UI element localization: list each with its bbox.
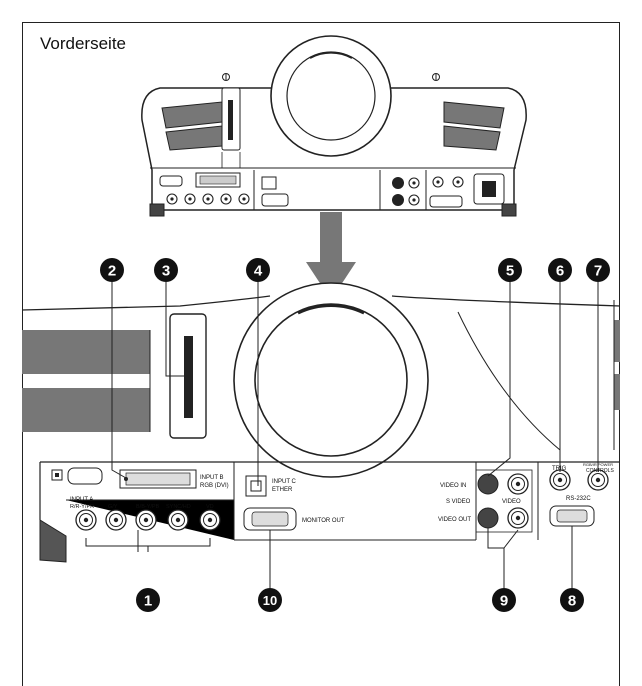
callout-3-badge	[154, 258, 178, 282]
label-input-a-ch1: R/R-Y/PR	[70, 504, 94, 510]
label-video: VIDEO	[502, 499, 521, 505]
label-input-a-ch2: G/Y	[108, 504, 118, 510]
label-monitor-out: MONITOR OUT	[302, 518, 345, 524]
label-video-out: VIDEO OUT	[438, 517, 471, 523]
callout-6: 6	[556, 263, 564, 280]
label-input-a-ch4: SYNC/HD	[166, 504, 191, 510]
callout-7: 7	[594, 263, 602, 280]
callout-numbers: 2 3 4 5 6 7 1 10 9 8	[100, 258, 610, 612]
callout-2: 2	[108, 263, 116, 280]
callout-7-badge	[586, 258, 610, 282]
label-input-a-ch5: VD	[206, 504, 214, 510]
callout-4: 4	[254, 263, 263, 280]
callout-leaders	[85, 282, 599, 588]
callout-3: 3	[162, 263, 170, 280]
callout-1: 1	[144, 593, 152, 610]
label-s-video: S VIDEO	[446, 499, 471, 505]
projector-detail	[21, 282, 621, 563]
label-rs232c: RS-232C	[566, 496, 591, 502]
label-input-b: INPUT B	[200, 475, 224, 481]
label-controls-2: CONTROLS	[586, 468, 614, 474]
label-input-a: INPUT A	[70, 497, 93, 503]
callout-10: 10	[263, 593, 277, 608]
callout-8: 8	[568, 593, 576, 610]
callout-10-badge	[258, 588, 282, 612]
label-input-c: INPUT C	[272, 479, 297, 485]
callout-4-badge	[246, 258, 270, 282]
callout-5-badge	[498, 258, 522, 282]
label-trig: TRIG	[552, 466, 567, 472]
page-title: Vorderseite	[40, 34, 126, 53]
callout-8-badge	[560, 588, 584, 612]
callout-1-badge	[136, 588, 160, 612]
label-video-in: VIDEO IN	[440, 483, 466, 489]
zoom-arrow	[306, 212, 356, 300]
callout-2-badge	[100, 258, 124, 282]
callout-6-badge	[548, 258, 572, 282]
label-input-a-ch3: B/B-Y/PB	[136, 504, 160, 510]
callout-5: 5	[506, 263, 514, 280]
callout-9: 9	[500, 593, 508, 610]
projector-overview	[141, 35, 527, 217]
callout-9-badge	[492, 588, 516, 612]
label-ether: ETHER	[272, 487, 293, 493]
label-rgb-dvi: RGB (DVI)	[200, 483, 229, 489]
